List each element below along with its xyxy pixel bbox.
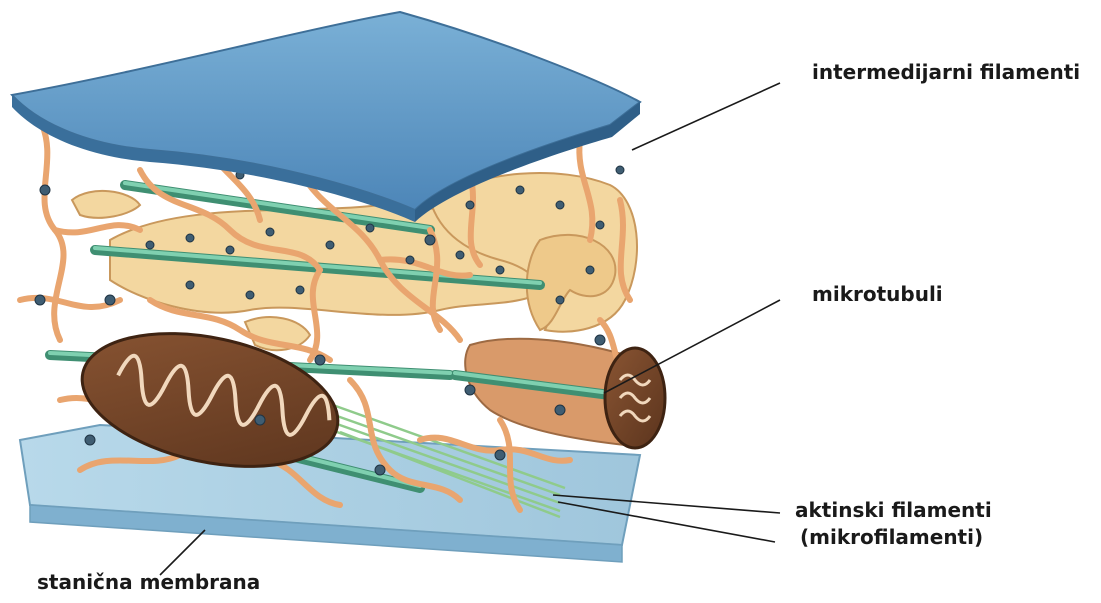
bottom-membrane [20,425,640,562]
leader-intermediate [632,83,780,150]
label-cell-membrane: stanična membrana [37,570,260,594]
mitochondrion-small [605,348,665,448]
label-actin-filaments: aktinski filamenti [795,498,992,522]
leader-membrane [160,530,205,575]
leader-microtubules [604,300,780,393]
label-microfilaments: (mikrofilamenti) [800,525,983,549]
label-intermediate-filaments: intermedijarni filamenti [812,60,1080,84]
label-microtubules: mikrotubuli [812,282,943,306]
